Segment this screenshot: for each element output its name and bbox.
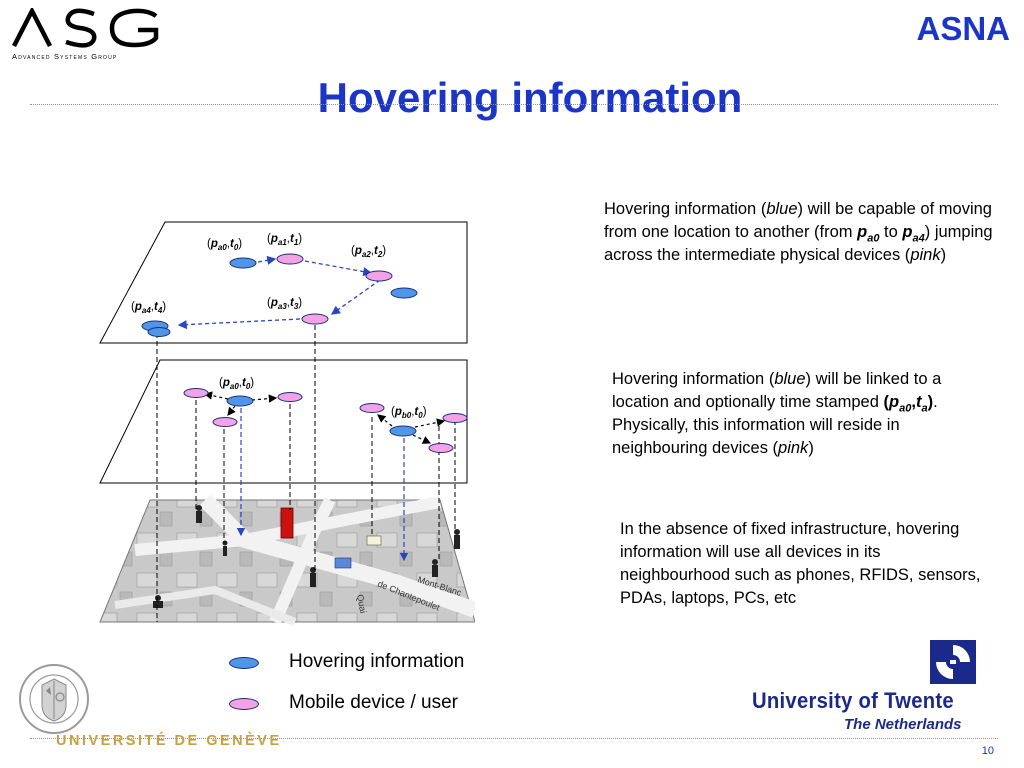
- legend-device-marker: [229, 698, 259, 710]
- legend-device-label: Mobile device / user: [289, 692, 458, 713]
- device-node-a2: [365, 270, 393, 282]
- label-a2: (pa2,t2): [351, 245, 386, 259]
- hover-node-a0: [229, 257, 257, 269]
- page-number: 10: [981, 745, 994, 757]
- hover-projection-lines: [236, 408, 409, 562]
- description-linked: Hovering information (blue) will be link…: [612, 370, 942, 457]
- slide-title: Hovering information: [317, 74, 743, 121]
- twente-country: The Netherlands: [844, 716, 962, 733]
- device-node-m4: [359, 403, 385, 413]
- phone-booth-icon: [280, 507, 294, 539]
- asg-logo: [11, 8, 159, 48]
- device-node-m5: [442, 413, 468, 423]
- device-node-a3: [301, 313, 329, 325]
- device-node-m3: [212, 417, 238, 427]
- label-m-b0: (pb0,t0): [391, 406, 427, 420]
- hover-node-a4-shadow: [147, 327, 171, 337]
- asg-subtitle: Advanced Systems Group: [12, 52, 118, 61]
- label-a4: (pa4,t4): [131, 301, 166, 315]
- hover-node-extra: [390, 287, 418, 299]
- top-layer: [99, 221, 468, 344]
- device-node-a1: [276, 253, 304, 265]
- middle-layer: [99, 359, 468, 484]
- description-infrastructure: In the absence of fixed infrastructure, …: [620, 520, 981, 607]
- label-a0: (pa0,t0): [207, 238, 242, 252]
- middle-layer-nodes: [183, 388, 468, 453]
- street-label-quai: Quai: [355, 594, 368, 614]
- label-a3: (pa3,t3): [267, 297, 302, 311]
- twente-logo-icon: [930, 640, 976, 684]
- geneve-seal-icon: [19, 664, 89, 734]
- pda-icon: [334, 557, 352, 569]
- legend-hovering-label: Hovering information: [289, 651, 465, 672]
- header-divider: [30, 104, 998, 105]
- geneve-name: UNIVERSITÉ DE GENÈVE: [56, 733, 282, 749]
- hovering-diagram: Mont-Blanc de Chantepoulet Quai: [99, 221, 475, 626]
- laptop-icon: [366, 535, 382, 546]
- projection-lines: [156, 325, 456, 622]
- description-moving: Hovering information (blue) will be capa…: [604, 200, 993, 264]
- top-layer-nodes: [141, 253, 418, 337]
- street-map: Mont-Blanc de Chantepoulet Quai: [99, 494, 475, 626]
- legend-hovering-marker: [229, 657, 259, 669]
- hop-arrows: [177, 255, 381, 330]
- hover-node-m-b0: [389, 425, 417, 437]
- device-node-m1: [183, 388, 209, 398]
- org-name: ASNA: [916, 10, 1010, 47]
- device-node-m2: [277, 392, 303, 402]
- label-a1: (pa1,t1): [267, 233, 302, 247]
- neighbour-arrows: [203, 391, 446, 444]
- footer-divider: [30, 738, 998, 739]
- label-m-a0: (pa0,t0): [219, 377, 254, 391]
- hover-node-m-a0: [226, 395, 254, 407]
- twente-name: University of Twente: [752, 688, 954, 713]
- device-node-m6: [428, 443, 454, 453]
